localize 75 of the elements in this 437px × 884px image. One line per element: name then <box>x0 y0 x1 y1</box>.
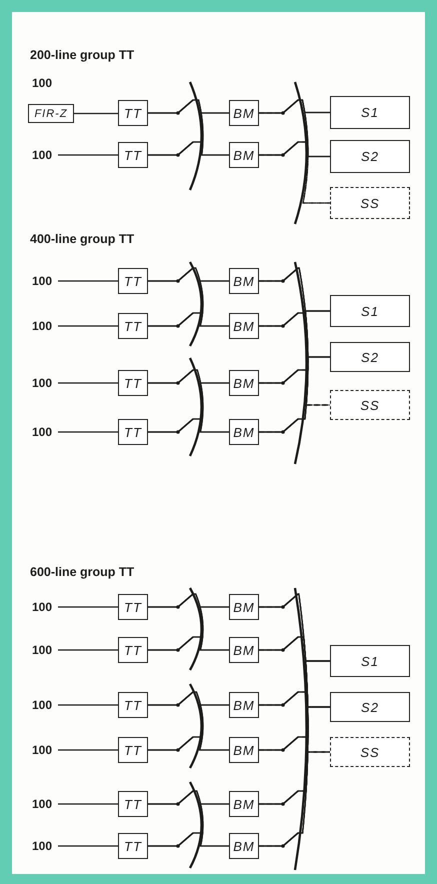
optional-unit-box: SS <box>330 390 410 420</box>
unit-box: TT <box>118 594 148 620</box>
connector-line <box>58 803 118 805</box>
unit-box: BM <box>229 100 259 126</box>
connector-line <box>58 431 118 433</box>
line-count-label: 100 <box>32 76 52 90</box>
unit-box: BM <box>229 637 259 663</box>
unit-box: BM <box>229 268 259 294</box>
connector-line <box>58 280 118 282</box>
connector-line <box>259 751 330 847</box>
line-count-label: 100 <box>32 598 58 616</box>
connector-line <box>148 312 229 327</box>
unit-box: BM <box>229 737 259 763</box>
unit-box: TT <box>118 313 148 339</box>
connector-line <box>58 845 118 847</box>
unit-box: BM <box>229 833 259 859</box>
unit-box: S1 <box>330 295 410 327</box>
connector-line <box>259 751 330 805</box>
connector-line <box>259 99 330 204</box>
unit-box: TT <box>118 268 148 294</box>
unit-box: TT <box>118 100 148 126</box>
connector-line <box>259 312 330 406</box>
unit-box: TT <box>118 142 148 168</box>
unit-box: TT <box>118 737 148 763</box>
line-count-label: 100 <box>32 423 58 441</box>
connector-line <box>148 832 229 847</box>
connector-line <box>259 404 330 433</box>
connector-line <box>58 325 118 327</box>
group-heading: 600-line group TT <box>30 565 134 579</box>
line-count-label: 100 <box>32 317 58 335</box>
line-count-label: 100 <box>32 795 58 813</box>
optional-unit-box: SS <box>330 737 410 767</box>
unit-box: TT <box>118 791 148 817</box>
unit-box: BM <box>229 370 259 396</box>
connector-line <box>148 636 229 651</box>
connector-line <box>58 749 118 751</box>
connector-line <box>58 606 118 608</box>
line-count-label: 100 <box>32 641 58 659</box>
unit-box: BM <box>229 142 259 168</box>
connector-line <box>259 141 330 204</box>
connector-line <box>74 112 118 114</box>
connector-line <box>148 736 229 751</box>
line-count-label: 100 <box>32 146 58 164</box>
line-count-label: 100 <box>32 374 58 392</box>
unit-box: BM <box>229 419 259 445</box>
connector-line <box>58 382 118 384</box>
unit-box: S1 <box>330 96 410 129</box>
line-count-label: 100 <box>32 837 58 855</box>
unit-box: S2 <box>330 140 410 173</box>
line-count-label: 100 <box>32 696 58 714</box>
unit-box: TT <box>118 833 148 859</box>
unit-box: TT <box>118 637 148 663</box>
group-heading: 400-line group TT <box>30 232 134 246</box>
connector-line <box>148 141 229 156</box>
unit-box: TT <box>118 692 148 718</box>
connector-line <box>58 704 118 706</box>
unit-box: S1 <box>330 645 410 677</box>
group-heading: 200-line group TT <box>30 48 134 62</box>
connector-line <box>58 649 118 651</box>
connector-line <box>58 154 118 156</box>
unit-box: BM <box>229 313 259 339</box>
connector-line <box>148 418 229 433</box>
optional-unit-box: SS <box>330 187 410 219</box>
unit-box: S2 <box>330 692 410 722</box>
line-count-label: 100 <box>32 741 58 759</box>
connector-line <box>259 267 330 406</box>
unit-box: S2 <box>330 342 410 372</box>
unit-box: TT <box>118 370 148 396</box>
unit-box: BM <box>229 791 259 817</box>
unit-box: TT <box>118 419 148 445</box>
unit-box: BM <box>229 692 259 718</box>
unit-box: BM <box>229 594 259 620</box>
unit-box: FIR-Z <box>28 104 74 123</box>
connector-line <box>259 736 330 753</box>
line-count-label: 100 <box>32 272 58 290</box>
